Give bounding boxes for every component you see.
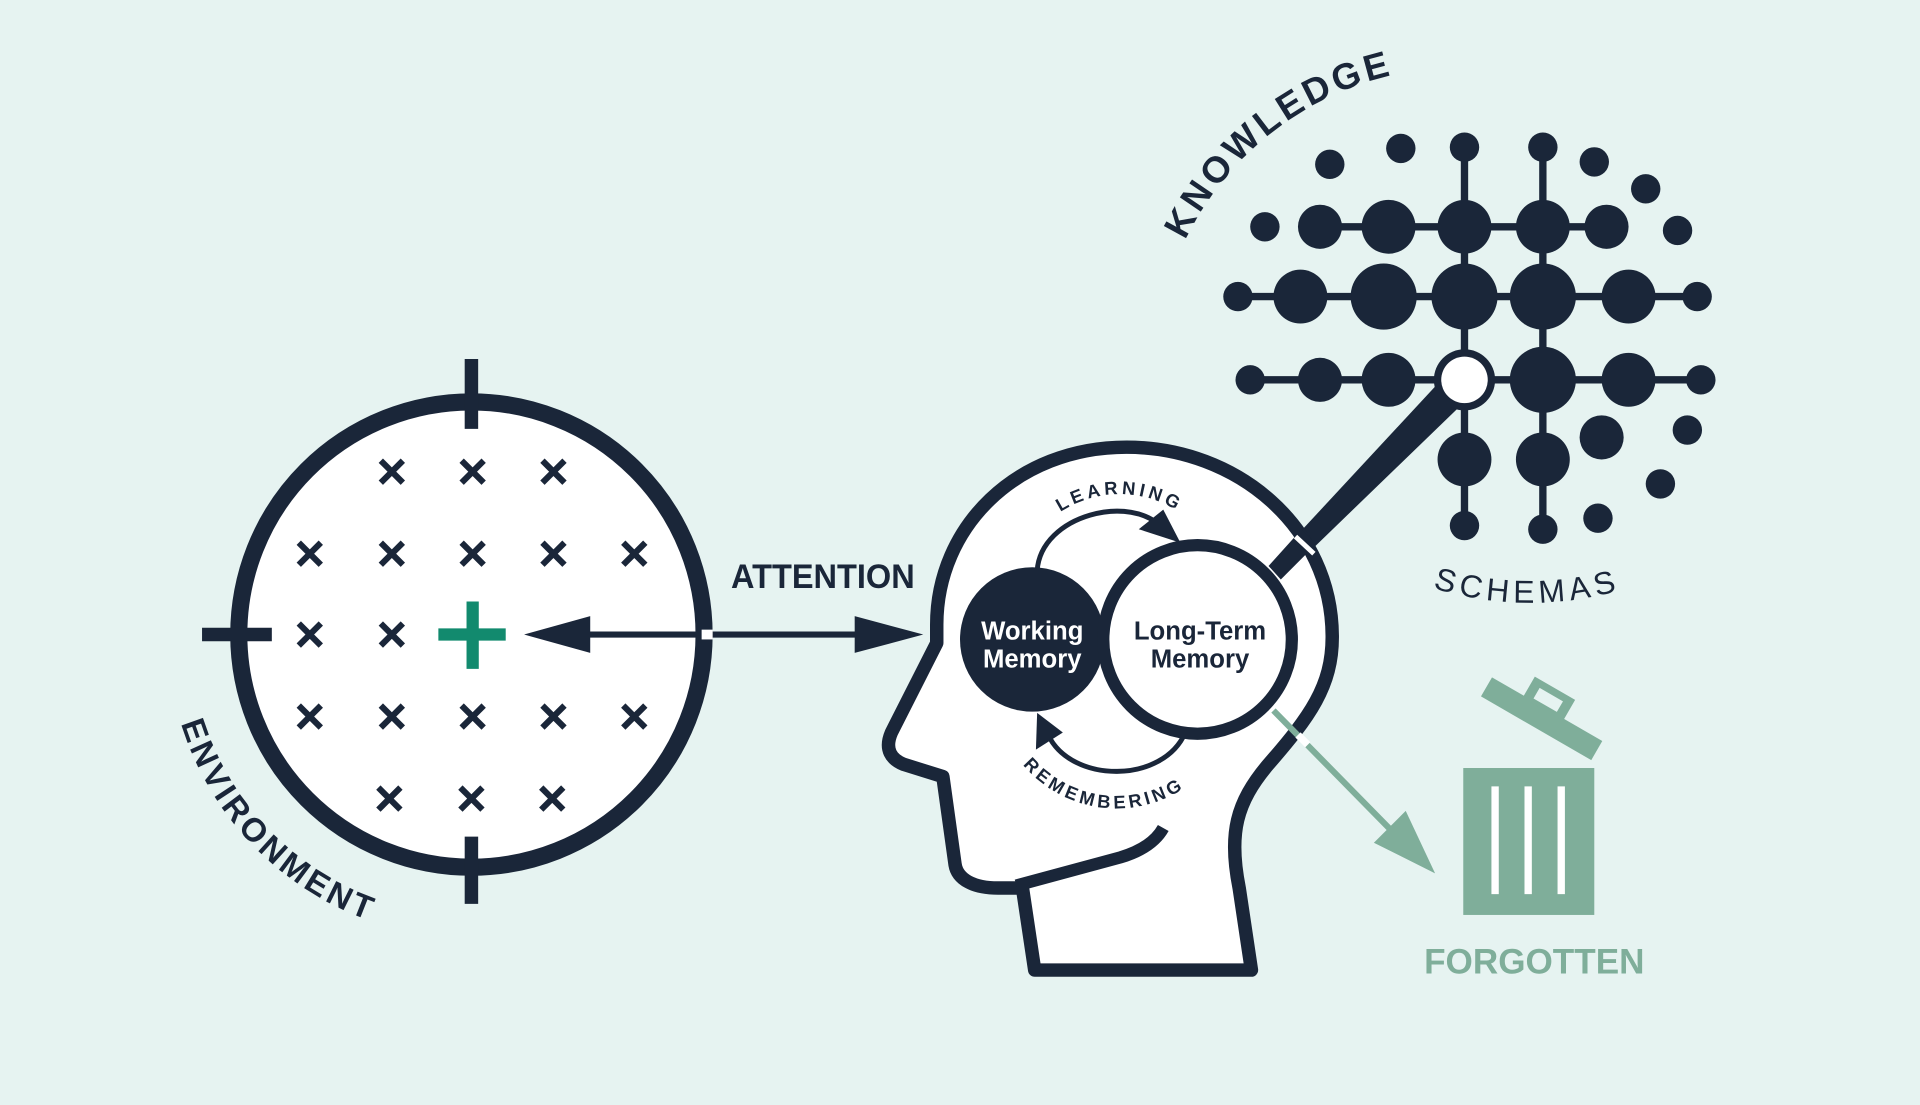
schema-node xyxy=(1449,132,1480,162)
x-icon xyxy=(378,703,406,730)
long-term-memory-line1: Long-Term xyxy=(1134,617,1266,645)
schema-node xyxy=(1235,365,1265,395)
schema-node xyxy=(1645,469,1676,499)
schema-node xyxy=(1361,352,1416,407)
focus-plus-icon xyxy=(438,601,506,669)
schema-node xyxy=(1528,514,1558,544)
learning-arrowhead-icon xyxy=(1138,509,1181,543)
schema-node xyxy=(1584,204,1629,249)
x-icon xyxy=(296,621,323,648)
x-icon xyxy=(296,540,323,567)
schema-node xyxy=(1601,269,1656,324)
trash-lid-icon xyxy=(1480,676,1603,761)
x-icon xyxy=(539,785,566,812)
schema-node xyxy=(1528,132,1558,162)
trash-icon: FORGOTTEN xyxy=(1424,676,1644,982)
x-icon xyxy=(621,703,648,730)
schema-node xyxy=(1315,149,1345,180)
long-term-memory-line2: Memory xyxy=(1151,646,1250,674)
schema-node xyxy=(1350,263,1417,330)
working-memory: Working Memory xyxy=(960,567,1105,712)
schema-node xyxy=(1515,432,1570,487)
x-icon xyxy=(540,703,567,730)
schema-node xyxy=(1672,415,1703,445)
schema-node xyxy=(1431,263,1498,330)
schema-node xyxy=(1509,346,1576,413)
attention-arrow: ATTENTION xyxy=(524,558,924,653)
working-memory-circle xyxy=(960,567,1105,712)
x-icon xyxy=(378,540,406,567)
schema-node xyxy=(1601,352,1656,407)
x-icon xyxy=(459,540,486,567)
working-memory-line2: Memory xyxy=(983,646,1082,674)
schema-node xyxy=(1437,199,1492,254)
schema-node xyxy=(1686,365,1716,395)
forgotten-arrowhead-icon xyxy=(1373,810,1436,874)
x-icon xyxy=(459,458,486,485)
active-node xyxy=(1441,356,1488,404)
arrowhead-right-icon xyxy=(854,616,924,653)
schema-node xyxy=(1583,503,1613,533)
working-memory-line1: Working xyxy=(981,617,1083,645)
schema-node xyxy=(1449,510,1480,541)
schema-node xyxy=(1631,174,1661,204)
remembering-arrowhead-icon xyxy=(1035,712,1063,750)
schema-node xyxy=(1509,263,1576,330)
schema-node xyxy=(1515,199,1570,254)
forgotten-arrow xyxy=(1271,708,1436,874)
schema-node xyxy=(1250,212,1280,242)
jaw-line xyxy=(1014,824,1169,892)
x-icon xyxy=(459,703,486,730)
long-term-memory: Long-Term Memory xyxy=(1097,539,1298,740)
schema-connector xyxy=(1268,378,1467,580)
x-icon xyxy=(376,785,403,812)
schema-nodes xyxy=(1223,132,1716,544)
schema-node xyxy=(1223,281,1253,312)
schema-node xyxy=(1386,133,1416,164)
attention-label: ATTENTION xyxy=(731,558,915,596)
schema-node xyxy=(1273,269,1328,324)
x-icon xyxy=(621,540,648,567)
schema-node xyxy=(1579,147,1609,177)
schema-node xyxy=(1297,204,1343,249)
long-term-memory-circle xyxy=(1097,539,1298,740)
distractor-x-icons xyxy=(296,458,648,812)
schema-node xyxy=(1361,199,1416,254)
arrowhead-left-icon xyxy=(524,616,591,653)
x-icon xyxy=(378,621,406,648)
crosshair-ticks xyxy=(202,359,479,904)
x-icon xyxy=(458,785,485,812)
schema-node xyxy=(1437,432,1492,487)
x-icon xyxy=(540,458,567,485)
forgotten-label: FORGOTTEN xyxy=(1424,942,1644,982)
schema-node xyxy=(1297,357,1343,402)
schema-node xyxy=(1662,215,1693,246)
schema-node xyxy=(1682,281,1712,312)
x-icon xyxy=(378,458,406,485)
x-icon xyxy=(540,540,567,567)
x-icon xyxy=(296,703,323,730)
schema-node xyxy=(1579,415,1624,460)
